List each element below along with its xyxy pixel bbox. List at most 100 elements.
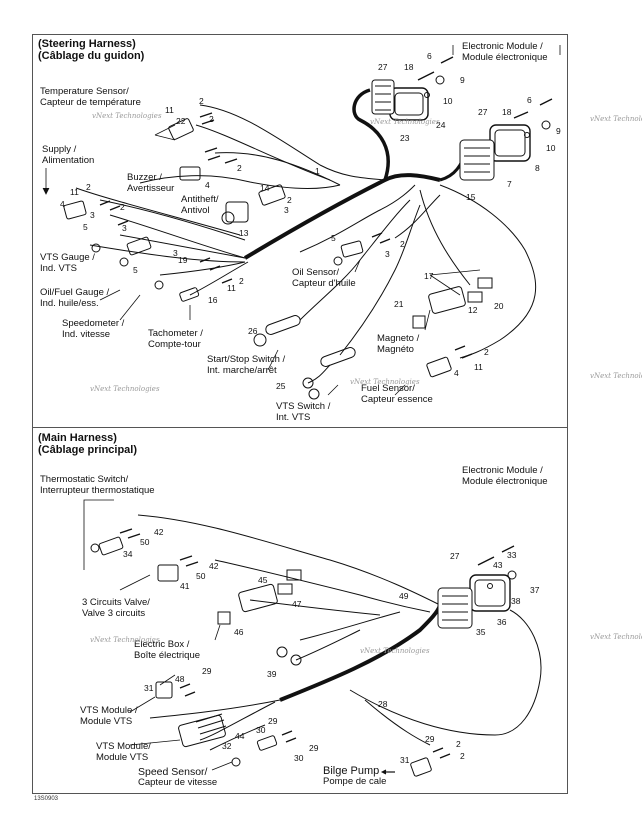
callout: 44	[235, 731, 245, 741]
callout: 2	[484, 347, 489, 357]
callout: 31	[400, 755, 410, 765]
callout: 48	[175, 674, 185, 684]
callout: 29	[425, 734, 435, 744]
callout: 3	[173, 248, 178, 258]
watermark: vNext Technologies	[360, 647, 430, 655]
callout: 29	[309, 743, 319, 753]
steering-harness-title: (Steering Harness)	[38, 38, 136, 50]
label-vts-module-1: VTS Module / Module VTS	[80, 705, 138, 727]
watermark: vNext Technologies	[350, 378, 420, 386]
callout: 2	[199, 96, 204, 106]
callout: 28	[378, 699, 388, 709]
callout: 8	[535, 163, 540, 173]
main-harness-header: (Main Harness) (Câblage principal)	[38, 432, 137, 456]
callout: 3	[90, 210, 95, 220]
label-tachometer: Tachometer / Compte-tour	[148, 328, 203, 350]
diagram-frame	[32, 34, 568, 794]
callout: 10	[546, 143, 556, 153]
label-thermostatic-switch: Thermostatic Switch/ Interrupteur thermo…	[40, 474, 155, 496]
callout: 11	[474, 362, 483, 372]
callout: 27	[378, 62, 388, 72]
callout: 24	[436, 120, 446, 130]
callout: 2	[86, 182, 91, 192]
callout: 1	[315, 166, 320, 176]
callout: 17	[424, 271, 434, 281]
label-3-circuits-valve: 3 Circuits Valve/ Valve 3 circuits	[82, 597, 150, 619]
callout: 35	[476, 627, 486, 637]
callout: 26	[248, 326, 258, 336]
callout: 5	[331, 233, 336, 243]
callout: 38	[511, 596, 521, 606]
label-electronic-module-bottom: Electronic Module / Module électronique	[462, 465, 548, 487]
callout: 11	[227, 283, 236, 293]
harness-trunk-upper	[352, 88, 390, 181]
callout: 6	[527, 95, 532, 105]
label-buzzer: Buzzer / Avertisseur	[127, 172, 175, 194]
label-supply: Supply / Alimentation	[42, 144, 95, 166]
label-speed-sensor: Speed Sensor/ Capteur de vitesse	[138, 766, 218, 788]
main-harness-subtitle: (Câblage principal)	[38, 444, 138, 456]
watermark: vNext Technologies	[590, 633, 642, 641]
callout: 4	[454, 368, 459, 378]
main-harness-trunk	[279, 604, 442, 702]
label-antitheft: Antitheft/ Antivol	[181, 194, 219, 216]
callout: 50	[196, 571, 206, 581]
section-divider	[32, 427, 568, 428]
callout: 25	[276, 381, 286, 391]
label-vts-gauge: VTS Gauge / Ind. VTS	[40, 252, 95, 274]
callout: 4	[60, 199, 65, 209]
label-speedometer: Speedometer / Ind. vitesse	[62, 318, 125, 340]
callout: 47	[292, 599, 302, 609]
callout: 30	[294, 753, 304, 763]
label-vts-switch: VTS Switch / Int. VTS	[276, 401, 331, 423]
label-vts-module-2: VTS Module/ Module VTS	[96, 741, 151, 763]
callout: 46	[234, 627, 244, 637]
callout: 2	[209, 114, 214, 124]
callout: 14	[260, 183, 270, 193]
callout: 7	[507, 179, 512, 189]
callout: 13	[239, 228, 249, 238]
watermark: vNext Technologies	[90, 636, 160, 644]
callout: 3	[284, 205, 289, 215]
callout: 2	[237, 163, 242, 173]
main-harness-title: (Main Harness)	[38, 432, 117, 444]
callout: 12	[468, 305, 478, 315]
callout: 27	[478, 107, 488, 117]
callout: 3	[385, 249, 390, 259]
callout: 3	[122, 223, 127, 233]
watermark: vNext Technologies	[92, 112, 162, 120]
label-fuel-sensor: Fuel Sensor/ Capteur essence	[361, 383, 433, 405]
callout: 11	[70, 187, 79, 197]
callout: 29	[268, 716, 278, 726]
label-start-stop-switch: Start/Stop Switch / Int. marche/arrêt	[207, 354, 286, 376]
watermark: vNext Technologies	[590, 372, 642, 380]
callout: 42	[154, 527, 164, 537]
watermark: vNext Technologies	[370, 118, 440, 126]
callout: 19	[178, 255, 188, 265]
callout: 18	[404, 62, 414, 72]
label-bilge-pump: Bilge Pump Pompe de cale	[323, 765, 387, 787]
callout: 9	[556, 126, 561, 136]
callout: 33	[507, 550, 517, 560]
callout: 2	[456, 739, 461, 749]
callout: 4	[205, 180, 210, 190]
callout: 32	[222, 741, 232, 751]
callout: 20	[494, 301, 504, 311]
steering-harness-header: (Steering Harness) (Câblage du guidon)	[38, 38, 144, 62]
callout: 2	[460, 751, 465, 761]
watermark: vNext Technologies	[590, 115, 642, 123]
callout: 45	[258, 575, 268, 585]
label-electronic-module-top: Electronic Module / Module électronique	[462, 41, 548, 63]
label-oil-fuel-gauge: Oil/Fuel Gauge / Ind. huile/ess.	[40, 287, 110, 309]
callout: 5	[133, 265, 138, 275]
callout: 29	[202, 666, 212, 676]
callout: 15	[466, 192, 476, 202]
callout: 36	[497, 617, 507, 627]
callout: 5	[83, 222, 88, 232]
callout: 2	[239, 276, 244, 286]
callout: 21	[394, 299, 404, 309]
callout: 2	[120, 202, 125, 212]
figure-code: 13S0903	[34, 796, 59, 802]
callout: 18	[502, 107, 512, 117]
